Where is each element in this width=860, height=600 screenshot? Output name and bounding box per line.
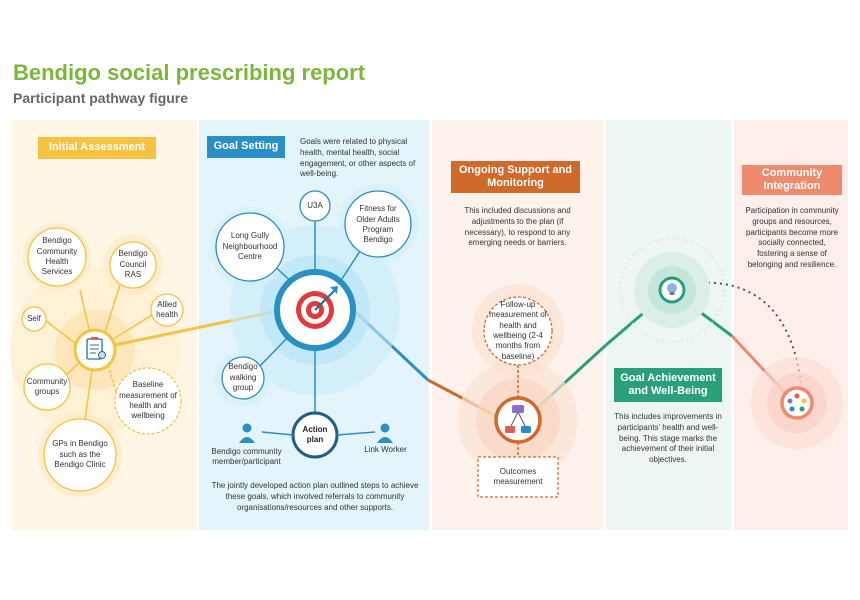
lightbulb-icon xyxy=(667,283,677,295)
target-icon xyxy=(296,286,338,329)
source-bubble xyxy=(43,418,117,492)
goal-setting-header: Goal Setting xyxy=(207,136,285,158)
ongoing-support-header: Ongoing Support and Monitoring xyxy=(451,161,580,193)
outcomes-box xyxy=(477,456,559,498)
goal-label: Fitness for Older Adults Program Bendigo xyxy=(356,204,400,245)
achievement-halo xyxy=(619,237,725,343)
clipboard-icon xyxy=(86,337,106,360)
goal-label: Long Gully Neighbourhood Centre xyxy=(222,231,278,262)
link-worker-icon xyxy=(377,423,393,443)
baseline-bubble xyxy=(114,367,182,435)
source-bubble xyxy=(109,241,157,289)
community-integration-header: Community Integration xyxy=(742,165,842,195)
community-integration-description: Participation in community groups and re… xyxy=(745,206,839,269)
action-plan-label: Action plan xyxy=(302,424,328,444)
source-bubble xyxy=(21,306,47,332)
page-title: Bendigo social prescribing report xyxy=(13,60,366,85)
network-icon xyxy=(505,405,531,433)
source-label: Bendigo Council RAS xyxy=(118,249,148,280)
participant-label: Bendigo community member/participant xyxy=(211,446,282,466)
goal-bubble xyxy=(299,190,331,222)
link-worker-label: Link Worker xyxy=(364,444,407,454)
goal-setting-footer: The jointly developed action plan outlin… xyxy=(211,481,419,512)
source-label: Bendigo Community Health Services xyxy=(36,236,78,277)
outcomes-label: Outcomes measurement xyxy=(493,466,543,486)
goal-setting-description: Goals were related to physical health, m… xyxy=(300,137,416,179)
source-label: GPs in Bendigo such as the Bendigo Clini… xyxy=(52,439,108,470)
page-subtitle: Participant pathway figure xyxy=(13,90,189,106)
ongoing-support-description: This included discussions and adjustment… xyxy=(464,206,571,248)
initial-assessment-header: Initial Assessment xyxy=(38,137,156,159)
integration-hub xyxy=(780,386,814,420)
followup-label: Follow-up measurement of health and well… xyxy=(489,300,547,361)
source-bubble xyxy=(27,227,87,287)
goal-bubble xyxy=(215,212,285,282)
source-bubble xyxy=(150,293,184,327)
goal-label: Bendigo walking group xyxy=(228,362,258,393)
followup-bubble xyxy=(483,296,553,366)
goal-bubble xyxy=(221,356,265,400)
goal-achievement-description: This includes improvements in participan… xyxy=(614,412,722,465)
participant-icon xyxy=(239,423,255,443)
people-circle-icon xyxy=(787,393,807,412)
outcome-hub xyxy=(494,396,542,444)
source-bubble xyxy=(23,363,71,411)
source-label: Allied health xyxy=(156,299,178,319)
goal-label: U3A xyxy=(307,200,323,210)
goal-bubble xyxy=(344,190,412,258)
source-label: Self xyxy=(27,313,41,323)
source-label: Community groups xyxy=(26,376,68,396)
baseline-label: Baseline measurement of health and wellb… xyxy=(119,380,177,421)
goal-achievement-header: Goal Achievement and Well-Being xyxy=(614,368,722,402)
